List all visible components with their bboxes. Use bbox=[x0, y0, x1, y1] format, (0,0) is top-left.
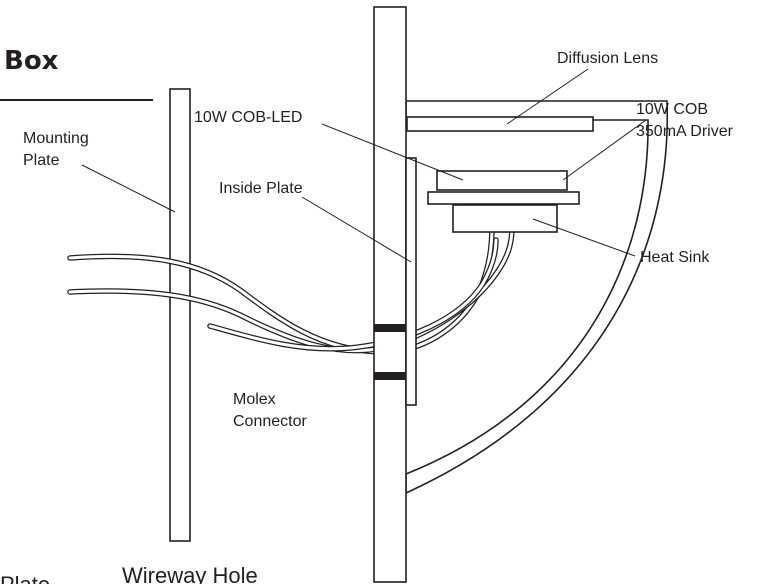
cob-led-module bbox=[436, 170, 568, 191]
heat-sink bbox=[452, 204, 558, 233]
leader-driver bbox=[562, 119, 647, 181]
label-cob-led: 10W COB-LED bbox=[194, 109, 302, 126]
leader-inside-plate bbox=[301, 196, 412, 263]
leader-heat-sink bbox=[532, 218, 636, 257]
label-mounting-line1: Mounting bbox=[23, 130, 89, 147]
label-driver-line2: 350mA Driver bbox=[636, 123, 734, 140]
leader-diffusion-lens bbox=[506, 68, 589, 125]
label-mounting-line2: Plate bbox=[23, 152, 60, 169]
diffusion-lens bbox=[406, 116, 594, 132]
label-molex-line1: Molex bbox=[233, 391, 276, 408]
label-driver-line1: 10W COB bbox=[636, 101, 708, 118]
leader-mounting-plate bbox=[81, 164, 176, 213]
wall-back-plate bbox=[373, 6, 407, 583]
mounting-plate bbox=[169, 88, 191, 542]
leader-cob-led bbox=[321, 123, 464, 181]
inside-plate bbox=[405, 157, 417, 406]
label-molex-line2: Connector bbox=[233, 413, 307, 430]
label-diffusion-lens: Diffusion Lens bbox=[557, 50, 658, 67]
label-wireway-hole: Wireway Hole bbox=[122, 563, 258, 584]
label-heat-sink: Heat Sink bbox=[640, 249, 710, 266]
molex-connector-upper bbox=[374, 324, 406, 332]
box-heading: Box bbox=[4, 46, 59, 76]
mounting-shelf bbox=[427, 191, 580, 205]
molex-connector-lower bbox=[374, 372, 406, 380]
label-bottom-plate: Plate bbox=[0, 572, 50, 584]
label-inside-plate: Inside Plate bbox=[219, 180, 303, 197]
